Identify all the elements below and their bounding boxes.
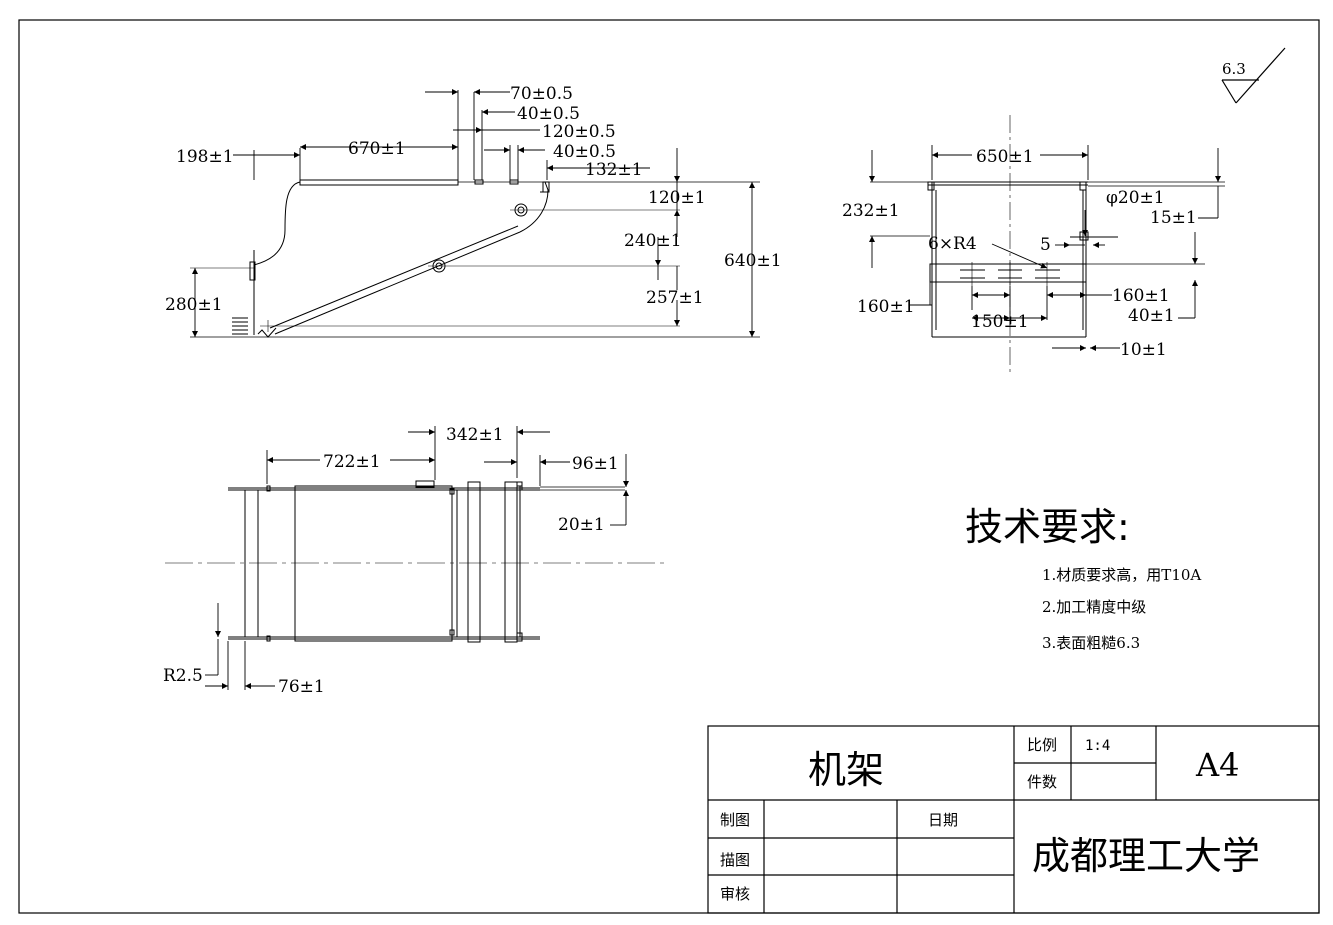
dim-phi20: φ20±1	[1106, 188, 1165, 208]
dim-132: 132±1	[585, 160, 643, 180]
dim-76: 76±1	[278, 677, 325, 697]
dim-198: 198±1	[176, 147, 234, 167]
drawing-border	[18, 19, 1320, 914]
scale-label: 比例	[1027, 736, 1057, 754]
drawn-label: 制图	[720, 811, 750, 829]
scale-value: 1:4	[1085, 738, 1110, 754]
date-label: 日期	[928, 811, 958, 829]
dim-5: 5	[1040, 235, 1051, 255]
dim-40a: 40±0.5	[517, 104, 580, 124]
tech-requirement-item-3: 3.表面粗糙6.3	[1042, 634, 1140, 652]
institution-name: 成都理工大学	[1032, 834, 1260, 878]
sheet-size: A4	[1195, 746, 1239, 784]
dim-640: 640±1	[724, 251, 782, 271]
top-view-dimension-lines	[205, 426, 629, 690]
roughness-value: 6.3	[1222, 60, 1246, 78]
dim-232: 232±1	[842, 201, 900, 221]
dim-650: 650±1	[976, 147, 1034, 167]
dim-257: 257±1	[646, 288, 704, 308]
dim-40b: 40±0.5	[553, 142, 616, 162]
front-view-dimension-lines	[869, 145, 1221, 351]
dim-70: 70±0.5	[510, 84, 573, 104]
dim-240: 240±1	[624, 231, 682, 251]
dim-280: 280±1	[165, 295, 223, 315]
dim-10: 10±1	[1120, 340, 1167, 360]
traced-label: 描图	[720, 851, 750, 869]
side-view	[190, 179, 760, 338]
dim-120a: 120±0.5	[542, 122, 616, 142]
checked-label: 审核	[720, 885, 750, 903]
dim-120b: 120±1	[648, 188, 706, 208]
dim-6xr4: 6×R4	[928, 234, 977, 254]
dim-670: 670±1	[348, 139, 406, 159]
dim-342: 342±1	[446, 425, 504, 445]
dim-15: 15±1	[1150, 208, 1197, 228]
side-view-dimension-lines	[192, 89, 755, 337]
dim-96: 96±1	[572, 454, 619, 474]
dim-160b: 160±1	[1112, 286, 1170, 306]
part-name: 机架	[808, 748, 884, 792]
front-view	[870, 115, 1225, 372]
tech-requirement-item-2: 2.加工精度中级	[1042, 598, 1146, 616]
title-block	[707, 725, 1320, 914]
dim-722: 722±1	[323, 452, 381, 472]
tech-requirement-item-1: 1.材质要求高，用T10A	[1042, 566, 1201, 584]
dim-r25: R2.5	[163, 666, 203, 686]
tech-requirements-heading: 技术要求:	[965, 505, 1130, 549]
dim-150: 150±1	[971, 312, 1029, 332]
roughness-symbol	[1221, 47, 1286, 104]
top-view	[165, 480, 668, 643]
quantity-label: 件数	[1027, 773, 1057, 791]
dim-40: 40±1	[1128, 306, 1175, 326]
dim-160a: 160±1	[857, 297, 915, 317]
dim-20: 20±1	[558, 515, 605, 535]
